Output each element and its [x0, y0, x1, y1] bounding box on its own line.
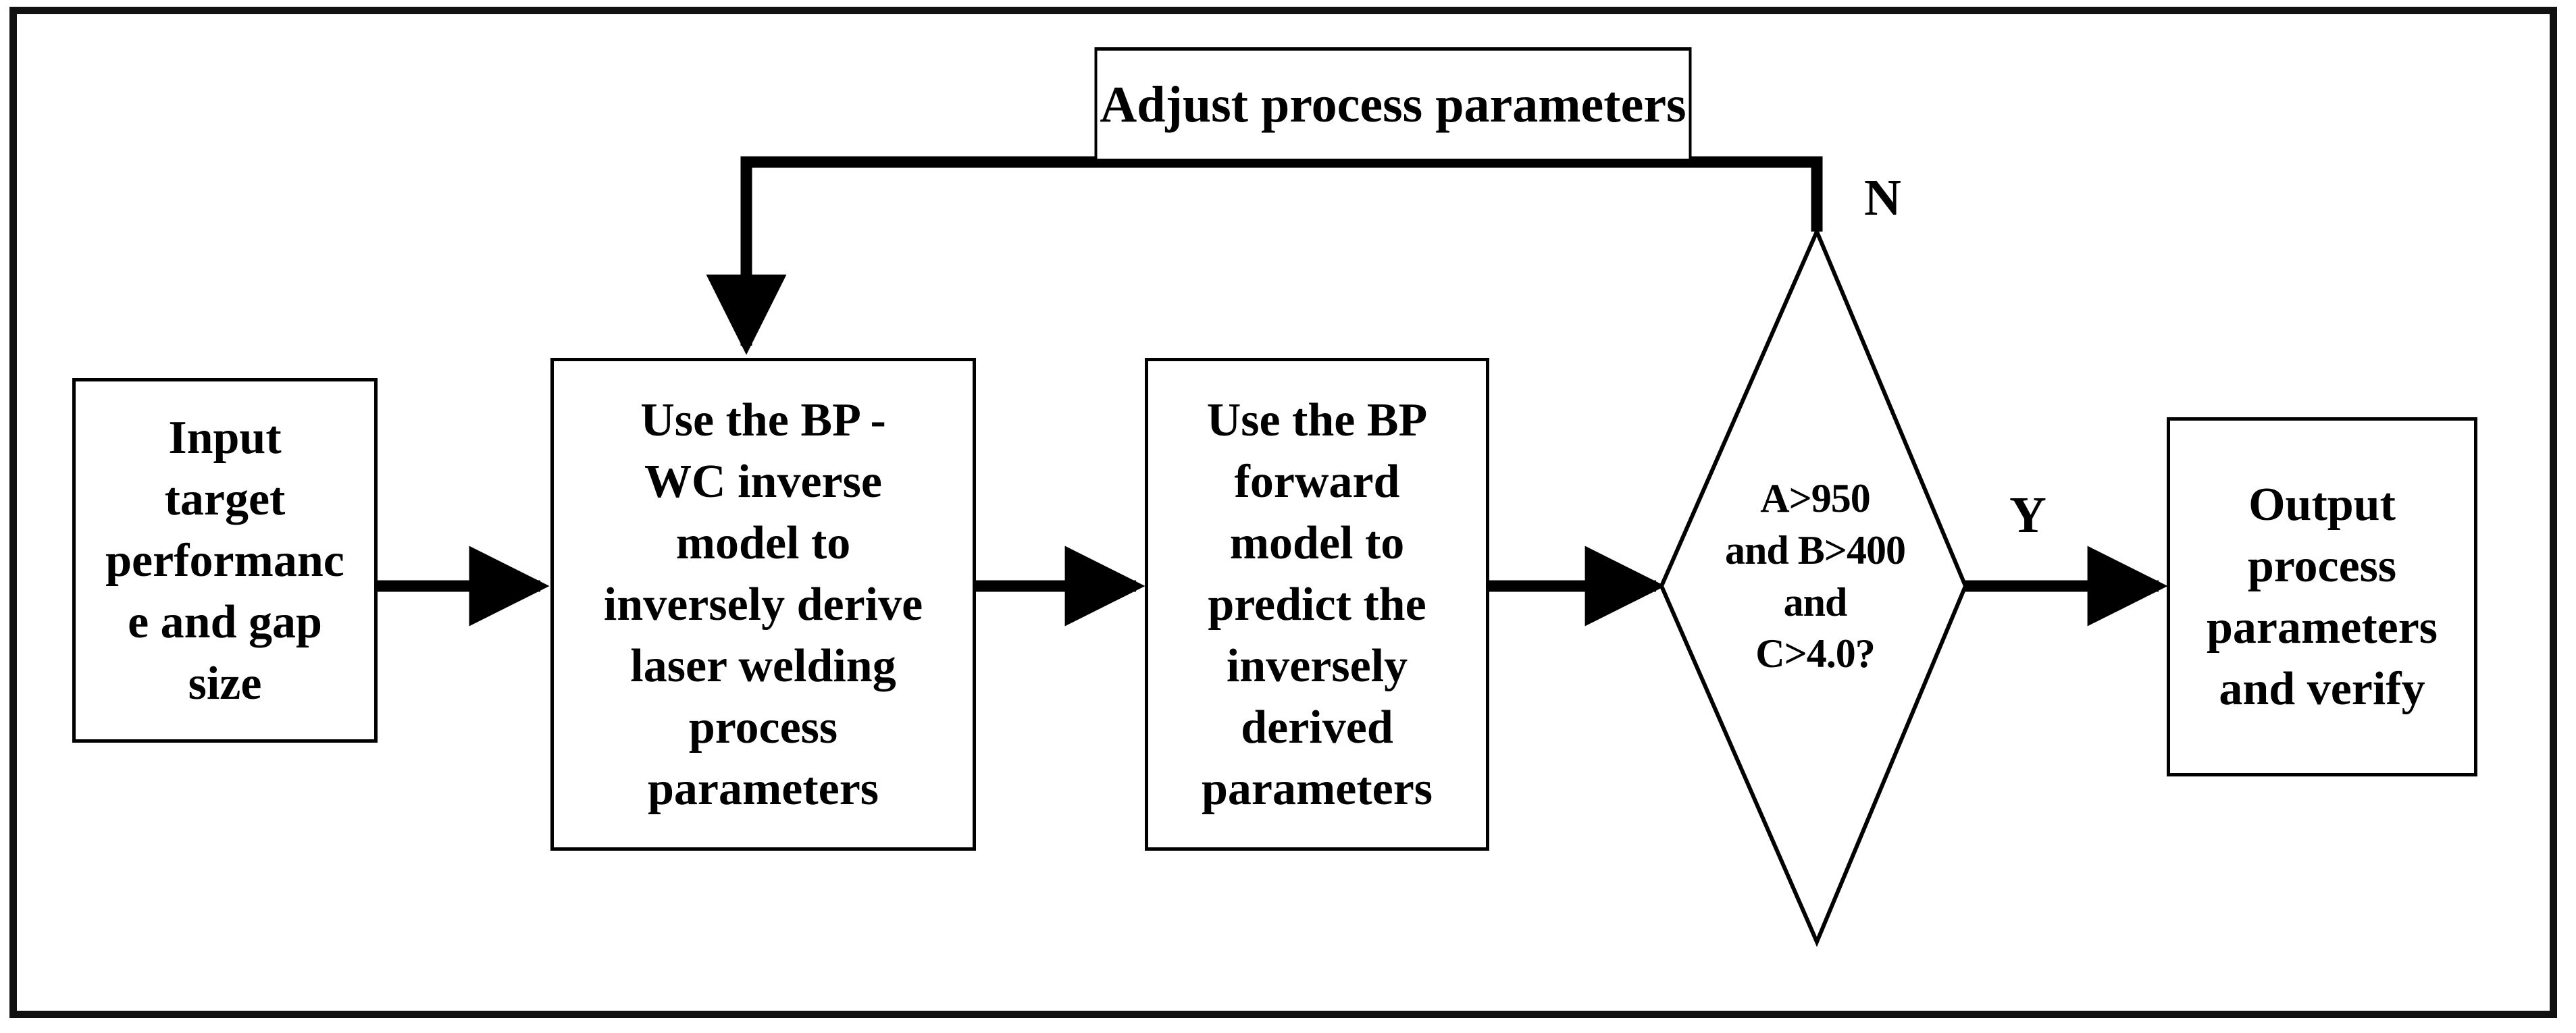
decision-diamond — [1659, 226, 1968, 947]
node-input-target[interactable]: Input target performanc e and gap size — [72, 378, 378, 743]
decision-diamond-label: A>950 and B>400 and C>4.0? — [1725, 476, 1906, 677]
node-bp-wc-inverse-model-label: Use the BP - WC inverse model to inverse… — [603, 394, 923, 815]
node-output-verify-label: Output process parameters and verify — [2206, 479, 2438, 715]
branch-label-yes: Y — [2009, 487, 2046, 544]
node-output-verify[interactable]: Output process parameters and verify — [2167, 417, 2477, 776]
branch-label-no: N — [1864, 169, 1901, 226]
node-adjust-process-parameters-label: Adjust process parameters — [1100, 76, 1686, 133]
node-bp-wc-inverse-model[interactable]: Use the BP - WC inverse model to inverse… — [550, 358, 976, 851]
node-bp-forward-model-label: Use the BP forward model to predict the … — [1201, 394, 1433, 815]
node-bp-forward-model[interactable]: Use the BP forward model to predict the … — [1145, 358, 1489, 851]
node-input-target-label: Input target performanc e and gap size — [105, 411, 344, 710]
node-adjust-process-parameters[interactable]: Adjust process parameters — [1094, 47, 1692, 162]
edge-decision-no-feedback — [706, 156, 1823, 355]
